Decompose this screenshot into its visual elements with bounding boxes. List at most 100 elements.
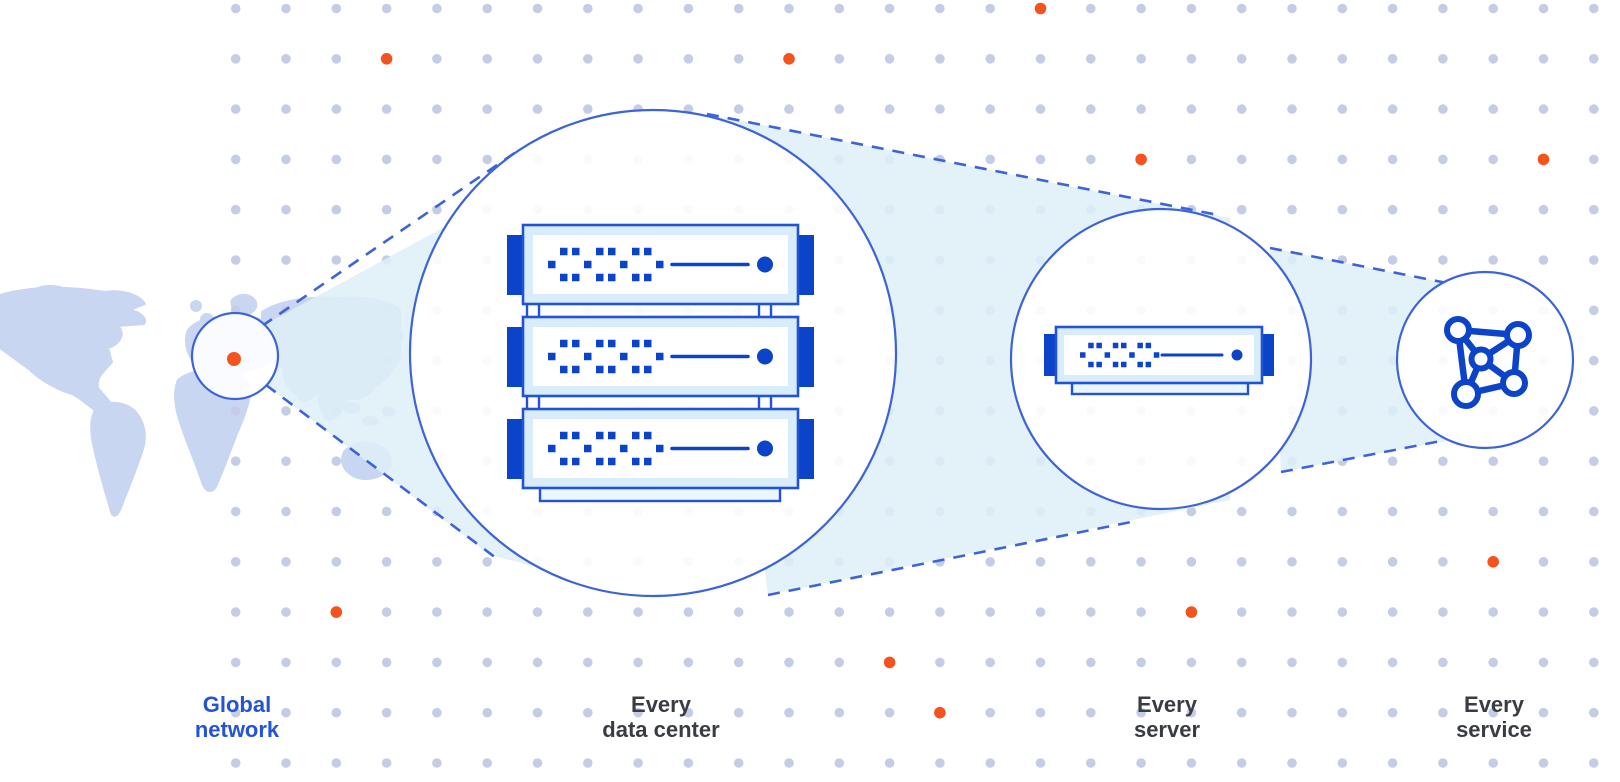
grid-dot bbox=[1236, 506, 1247, 517]
grid-dot bbox=[683, 758, 694, 768]
grid-dot bbox=[733, 54, 744, 64]
orange-accent-dot bbox=[934, 706, 946, 719]
grid-dot bbox=[1287, 758, 1297, 768]
label-global-network-line1: Global bbox=[203, 692, 271, 717]
grid-dot bbox=[583, 657, 593, 668]
grid-dot bbox=[482, 657, 493, 668]
grid-dot bbox=[1589, 305, 1599, 316]
grid-dot bbox=[1136, 3, 1146, 14]
grid-dot bbox=[230, 456, 241, 467]
label-every-service-line1: Every bbox=[1464, 692, 1525, 717]
grid-dot bbox=[884, 758, 895, 768]
grid-dot bbox=[1136, 104, 1146, 114]
grid-dot bbox=[1538, 3, 1549, 14]
grid-dot bbox=[935, 3, 945, 14]
dashed-line bbox=[1269, 246, 1453, 286]
grid-dot bbox=[1387, 557, 1398, 567]
grid-dot bbox=[482, 758, 493, 768]
grid-dot bbox=[683, 707, 694, 718]
matrix-pixel bbox=[1121, 361, 1127, 368]
orange-accent-dot bbox=[330, 606, 343, 618]
map-south-america bbox=[90, 402, 146, 517]
grid-dot bbox=[281, 406, 291, 416]
grid-dot bbox=[1186, 54, 1197, 64]
grid-dot bbox=[985, 607, 995, 617]
grid-dot bbox=[281, 104, 291, 114]
server-pixel-matrix bbox=[548, 339, 664, 374]
grid-dot bbox=[1589, 104, 1599, 114]
grid-dot bbox=[1035, 657, 1046, 668]
orange-accent-dot bbox=[1034, 2, 1047, 15]
caption-labels: Global network Every data center Every s… bbox=[195, 692, 1532, 742]
grid-dot bbox=[331, 255, 342, 265]
grid-dot bbox=[532, 607, 543, 617]
matrix-pixel bbox=[632, 365, 640, 374]
grid-dot bbox=[1589, 54, 1599, 64]
grid-dot bbox=[432, 607, 442, 617]
grid-dot bbox=[281, 255, 291, 265]
server-led bbox=[1231, 349, 1243, 361]
matrix-pixel bbox=[572, 247, 580, 256]
server-pixel-matrix bbox=[548, 431, 664, 466]
grid-dot bbox=[633, 607, 643, 617]
grid-dot bbox=[331, 104, 342, 114]
grid-dot bbox=[1438, 204, 1448, 215]
matrix-pixel bbox=[644, 247, 652, 256]
grid-dot bbox=[1488, 456, 1498, 467]
matrix-pixel bbox=[620, 352, 628, 361]
grid-dot bbox=[1538, 255, 1549, 265]
matrix-pixel bbox=[560, 247, 568, 256]
grid-dot bbox=[1086, 3, 1096, 14]
map-iceland bbox=[190, 300, 202, 312]
matrix-pixel bbox=[560, 457, 568, 466]
grid-dot bbox=[1438, 657, 1448, 668]
matrix-pixel bbox=[572, 273, 580, 282]
matrix-pixel bbox=[560, 365, 568, 374]
matrix-pixel bbox=[596, 273, 604, 282]
grid-dot bbox=[733, 104, 744, 114]
label-global-network-line2: network bbox=[195, 717, 280, 742]
grid-dot bbox=[1488, 54, 1498, 64]
grid-dot bbox=[331, 707, 342, 718]
grid-dot bbox=[1186, 3, 1197, 14]
grid-dot bbox=[482, 3, 493, 14]
grid-dot bbox=[1438, 758, 1448, 768]
grid-dot bbox=[1438, 54, 1448, 64]
matrix-pixel bbox=[656, 260, 664, 269]
grid-dot bbox=[1538, 557, 1549, 567]
grid-dot bbox=[884, 3, 895, 14]
grid-dot bbox=[935, 54, 945, 64]
matrix-pixel bbox=[632, 247, 640, 256]
network-node bbox=[1451, 379, 1481, 409]
grid-dot bbox=[633, 707, 643, 718]
grid-dot bbox=[432, 204, 442, 215]
matrix-pixel bbox=[608, 365, 616, 374]
grid-dot bbox=[1387, 707, 1398, 718]
grid-dot bbox=[784, 758, 794, 768]
grid-dot bbox=[733, 758, 744, 768]
grid-dot bbox=[1236, 154, 1247, 165]
grid-dot bbox=[281, 456, 291, 467]
grid-dot bbox=[1136, 607, 1146, 617]
grid-dot bbox=[1538, 506, 1549, 517]
grid-dot bbox=[331, 657, 342, 668]
grid-dot bbox=[884, 607, 895, 617]
grid-dot bbox=[1337, 54, 1348, 64]
matrix-pixel bbox=[1096, 361, 1102, 368]
grid-dot bbox=[1186, 707, 1197, 718]
grid-dot bbox=[331, 456, 342, 467]
grid-dot bbox=[1236, 54, 1247, 64]
dashed-line bbox=[706, 112, 1219, 217]
matrix-pixel bbox=[1112, 361, 1119, 368]
matrix-pixel bbox=[1088, 361, 1094, 368]
grid-dot bbox=[1236, 758, 1247, 768]
grid-dot bbox=[1035, 707, 1046, 718]
grid-dot bbox=[230, 3, 241, 14]
grid-dot bbox=[1589, 406, 1599, 416]
matrix-pixel bbox=[608, 457, 616, 466]
grid-dot bbox=[1438, 557, 1448, 567]
label-every-service-line2: service bbox=[1456, 717, 1532, 742]
grid-dot bbox=[1589, 557, 1599, 567]
grid-dot bbox=[1337, 104, 1348, 114]
grid-dot bbox=[432, 104, 442, 114]
